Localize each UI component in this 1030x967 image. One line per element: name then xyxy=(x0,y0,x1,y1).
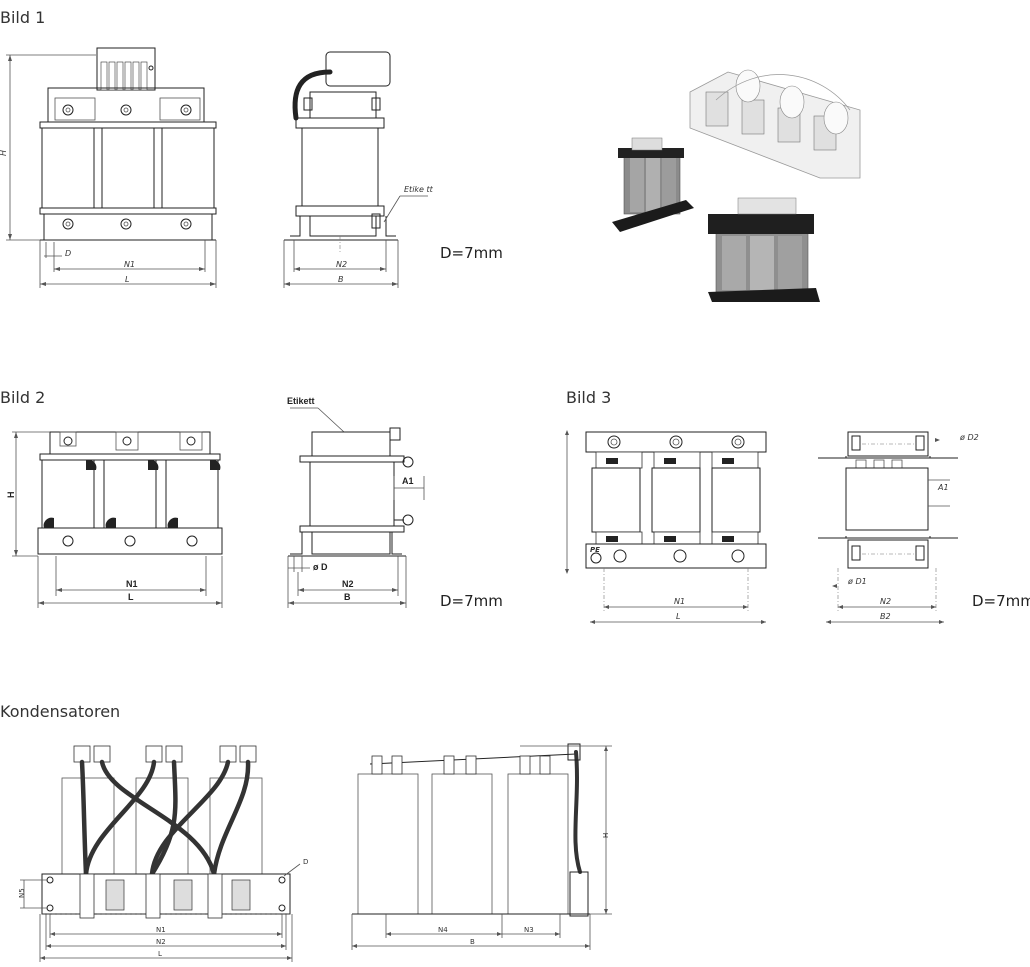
bild2-dim-H: H xyxy=(6,492,16,499)
bild1-dim-H: H xyxy=(0,150,8,156)
section-title-kondensatoren: Kondensatoren xyxy=(0,702,121,721)
bild1-dim-N2: N2 xyxy=(336,260,347,269)
bild3-front-view: PE N1 L xyxy=(565,430,767,624)
kond-dim-N3: N3 xyxy=(524,926,534,934)
bild3-dim-N2: N2 xyxy=(880,597,891,606)
bild1-dim-N1: N1 xyxy=(124,260,135,269)
bild3-side-view: ø D2 A1 ø D1 N2 B2 xyxy=(818,431,979,624)
bild3-dim-B2: B2 xyxy=(880,612,891,621)
d-value-bild2: D=7mm xyxy=(440,592,503,610)
bild1-dim-D: D xyxy=(65,249,71,258)
kond-dim-B: B xyxy=(470,938,475,946)
section-title-bild3: Bild 3 xyxy=(566,388,612,407)
kond-dim-N2: N2 xyxy=(156,938,166,946)
kond-dim-L: L xyxy=(158,950,162,958)
bild1-side-view: Etike tt N2 B xyxy=(283,51,434,288)
bild2-dim-B: B xyxy=(344,592,351,602)
section-title-bild2: Bild 2 xyxy=(0,388,46,407)
d-value-bild3: D=7mm xyxy=(972,592,1030,610)
bild3-dim-D2: ø D2 xyxy=(959,433,979,442)
bild2-dim-D: ø D xyxy=(313,562,328,572)
kond-dim-H: H xyxy=(602,833,610,838)
bild3-label-PE: PE xyxy=(590,546,600,554)
bild2-dim-N2: N2 xyxy=(342,579,354,589)
kond-dim-N4: N4 xyxy=(438,926,448,934)
bild3-dim-D1: ø D1 xyxy=(847,577,867,586)
kond-dim-N1: N1 xyxy=(156,926,166,934)
bild3-dim-L: L xyxy=(676,612,680,621)
bild2-front-view: H N1 L xyxy=(6,431,223,608)
section-title-bild1: Bild 1 xyxy=(0,8,46,27)
kondensatoren-front-view: N5 D N1 N2 L xyxy=(18,745,308,962)
kond-dim-D: D xyxy=(303,858,308,866)
bild1-3d-renders xyxy=(612,69,861,302)
bild2-side-view: Etikett A1 ø D N2 B xyxy=(287,396,425,608)
bild2-label-etikett: Etikett xyxy=(287,396,315,406)
d-value-bild1: D=7mm xyxy=(440,244,503,262)
bild2-dim-A1: A1 xyxy=(402,476,414,486)
kondensatoren-side-view: H N4 N3 B xyxy=(351,743,612,950)
bild1-dim-L: L xyxy=(125,275,129,284)
bild1-dim-B: B xyxy=(338,275,344,284)
bild2-dim-N1: N1 xyxy=(126,579,138,589)
bild3-dim-N1: N1 xyxy=(674,597,685,606)
bild1-front-view: H D N1 L xyxy=(0,47,217,288)
bild1-label-etikett: Etike tt xyxy=(404,185,434,194)
kond-dim-N5: N5 xyxy=(18,888,26,898)
bild3-dim-A1: A1 xyxy=(937,483,949,492)
bild2-dim-L: L xyxy=(128,592,134,602)
